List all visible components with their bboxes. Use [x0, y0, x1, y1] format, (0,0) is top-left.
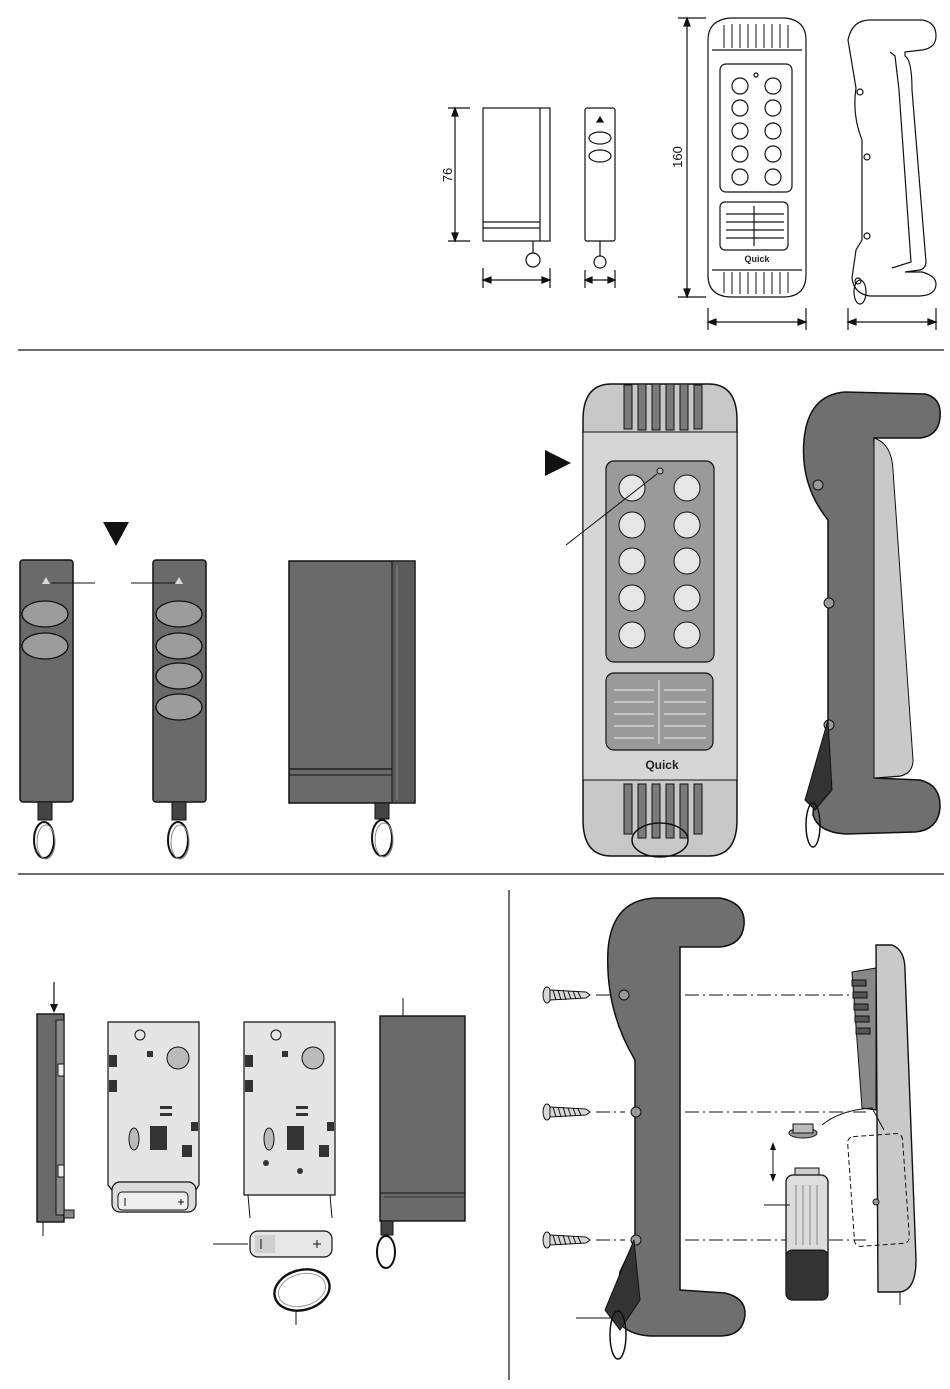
receiver-side-view [37, 1014, 74, 1236]
section-dimension-drawings: 76 [440, 18, 936, 330]
mounting-screws [543, 987, 590, 1248]
wall-remote-front-shaded [566, 384, 737, 857]
screw-bottom [543, 1232, 590, 1248]
screw-top [543, 987, 590, 1003]
battery-cell [764, 1168, 828, 1300]
keyfob-outline [585, 108, 615, 268]
receiver-box-outline [483, 108, 550, 267]
transmitter-back-cover [822, 945, 916, 1305]
keyfob-width-dimension [585, 270, 615, 288]
keyfob-two-button [20, 560, 95, 859]
wall-remote-shaded-logo: Quick [645, 758, 679, 772]
pointer-triangle-down [103, 522, 129, 546]
wall-remote-front-logo: Quick [744, 254, 770, 264]
dimension-76-label: 76 [440, 168, 455, 182]
section-product-views: Quick [20, 384, 940, 859]
receiver-closed-box [377, 998, 465, 1268]
section-battery-replacement [37, 898, 916, 1359]
battery-cap [789, 1124, 817, 1138]
screw-middle [543, 1104, 590, 1120]
wall-remote-depth-dimension [848, 308, 936, 330]
wall-holder [576, 898, 745, 1359]
o-ring-seal [270, 1263, 334, 1325]
receiver-box-shaded [289, 561, 415, 857]
pointer-triangle-right [545, 450, 571, 476]
dimension-160-label: 160 [670, 146, 685, 168]
battery-loose [213, 1231, 332, 1257]
keyfob-four-button [131, 560, 206, 859]
circuit-board-with-battery [108, 1022, 199, 1212]
circuit-board-empty [244, 1022, 335, 1218]
wall-remote-side-shaded [804, 392, 941, 847]
receiver-width-dimension [483, 268, 550, 288]
wall-remote-width-dimension [708, 308, 806, 330]
press-arrow [50, 982, 58, 1013]
wall-remote-side-outline [848, 20, 936, 304]
battery-insert-arrow [770, 1142, 776, 1182]
